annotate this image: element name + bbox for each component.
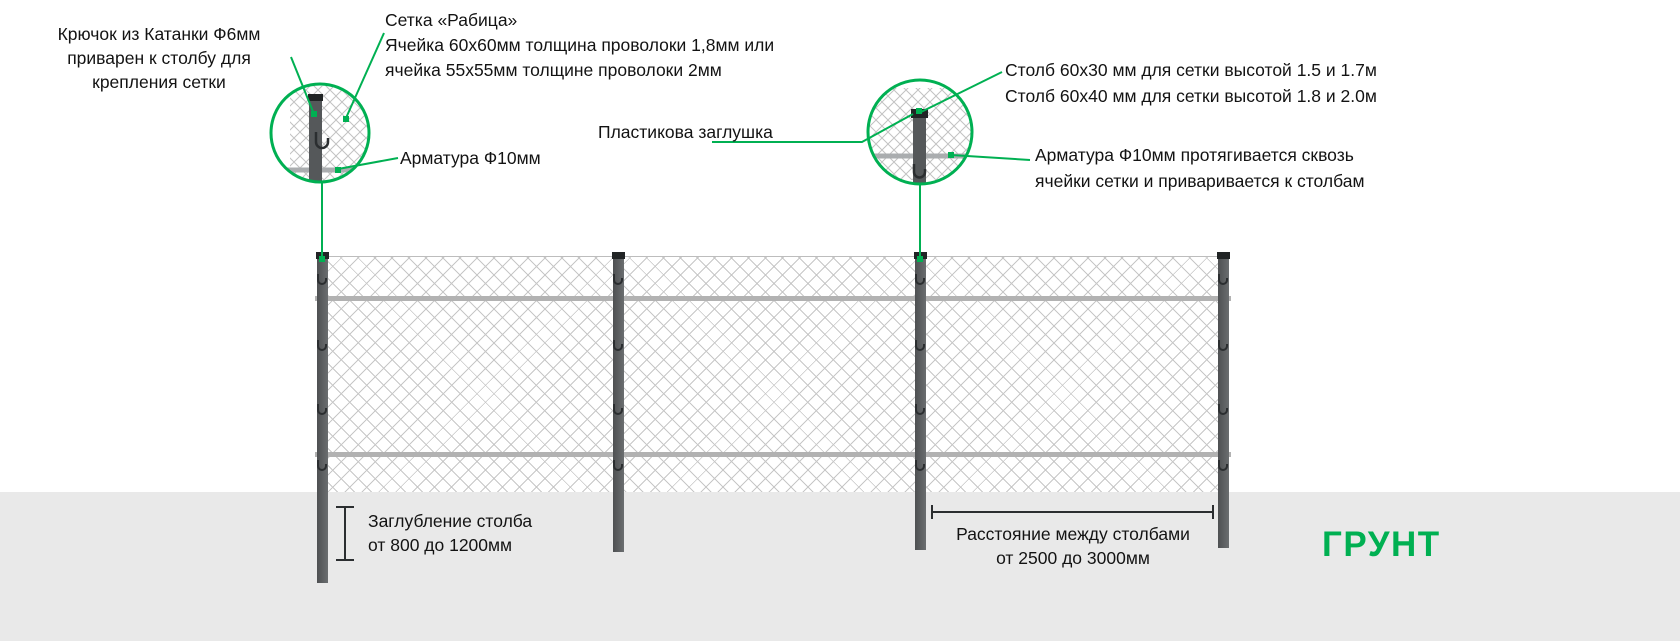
spacing-dimension-line: Расстояние между столбами: [956, 524, 1190, 544]
post-cap-detail: [308, 94, 323, 101]
mesh-annotation-line: ячейка 55х55мм толщине проволоки 2мм: [385, 60, 722, 80]
hook-detail: [912, 164, 927, 179]
post-size-annotation-line: Столб 60х30 мм для сетки высотой 1.5 и 1…: [1005, 60, 1377, 80]
rebar-rod-bottom: [315, 452, 1231, 457]
callout-circle-cap-detail: [866, 78, 974, 186]
rebar-rod-top: [315, 296, 1231, 301]
mesh-annotation-line: Сетка «Рабица»: [385, 10, 518, 30]
hook-annotation: Крючок из Катанки Ф6мм приварен к столбу…: [28, 22, 290, 94]
hook-annotation-line: Крючок из Катанки Ф6мм: [57, 24, 261, 44]
spacing-dimension-line: от 2500 до 3000мм: [996, 548, 1150, 568]
hook-detail: [314, 132, 330, 150]
callout-circle-hook-detail: [269, 82, 371, 184]
mesh-detail: [868, 88, 972, 180]
spacing-dimension-label: Расстояние между столбами от 2500 до 300…: [930, 522, 1216, 570]
plastic-cap-detail: [911, 109, 928, 118]
brand-logo: ГРУНТ: [1322, 525, 1441, 564]
post-detail: [913, 109, 926, 184]
hook-annotation-line: приварен к столбу для: [67, 48, 251, 68]
fence-post-4: [1217, 252, 1230, 548]
fence-post-3: [914, 252, 927, 550]
post-size-annotation: Столб 60х30 мм для сетки высотой 1.5 и 1…: [1005, 57, 1377, 109]
mesh-annotation-line: Ячейка 60х60мм толщина проволоки 1,8мм и…: [385, 35, 775, 55]
ground-strip: [0, 492, 1680, 641]
fence-post-1: [316, 252, 329, 583]
mesh-annotation: Сетка «Рабица» Ячейка 60х60мм толщина пр…: [385, 8, 774, 83]
depth-dimension-line: от 800 до 1200мм: [368, 535, 513, 555]
rebar-weld-annotation: Арматура Ф10мм протягивается сквозь ячей…: [1035, 142, 1365, 194]
fence-post-2: [612, 252, 625, 552]
rebar-weld-annotation-line: Арматура Ф10мм протягивается сквозь: [1035, 145, 1354, 165]
plastic-cap-annotation: Пластикова заглушка: [598, 122, 773, 142]
depth-dimension-label: Заглубление столба от 800 до 1200мм: [368, 509, 532, 557]
mesh-detail: [290, 86, 369, 181]
hook-annotation-line: крепления сетки: [92, 72, 226, 92]
depth-dimension-line: Заглубление столба: [368, 511, 533, 531]
post-size-annotation-line: Столб 60х40 мм для сетки высотой 1.8 и 2…: [1005, 86, 1377, 106]
rebar-annotation: Арматура Ф10мм: [400, 148, 541, 168]
rebar-weld-annotation-line: ячейки сетки и приваривается к столбам: [1035, 171, 1365, 191]
post-detail: [309, 94, 322, 182]
